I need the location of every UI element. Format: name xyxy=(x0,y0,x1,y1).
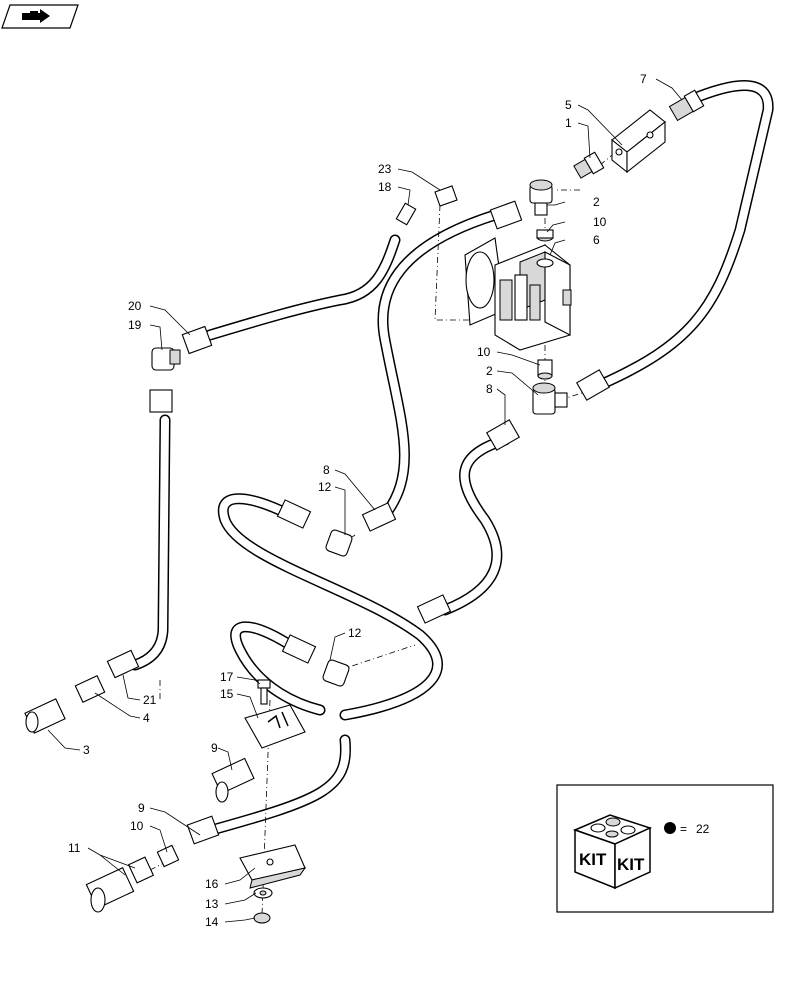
washer-13 xyxy=(253,887,273,899)
callout-23: 23 xyxy=(378,162,392,176)
kit-bullet-icon xyxy=(664,822,676,834)
callout-1: 1 xyxy=(565,116,572,130)
callout-12-lower: 12 xyxy=(348,626,362,640)
callout-8-left: 8 xyxy=(323,463,330,477)
elbow-19 xyxy=(151,347,181,371)
kit-legend-box: KIT KIT = 22 xyxy=(556,784,774,913)
callout-6: 6 xyxy=(593,233,600,247)
callout-11: 11 xyxy=(68,841,81,855)
callout-9-upper: 9 xyxy=(211,741,218,755)
callout-8-right: 8 xyxy=(486,382,493,396)
elbow-2-upper xyxy=(529,179,553,216)
fitting-1 xyxy=(573,151,605,179)
kit-equals: = xyxy=(680,822,687,836)
hoses xyxy=(129,80,774,838)
kit-number: 22 xyxy=(696,822,710,836)
callout-10-upper: 10 xyxy=(593,215,607,229)
callout-15: 15 xyxy=(220,687,234,701)
callout-3: 3 xyxy=(83,743,90,757)
callout-7: 7 xyxy=(640,72,647,86)
connector-18 xyxy=(395,202,417,226)
callout-labels: 7 5 1 23 18 2 10 6 20 19 10 2 8 8 12 12 … xyxy=(68,72,647,929)
callout-2-lower: 2 xyxy=(486,364,493,378)
coupler-3 xyxy=(24,698,66,734)
adapter-4 xyxy=(74,675,106,703)
kit-label-right: KIT xyxy=(617,855,645,874)
kit-box-icon: KIT KIT xyxy=(572,814,653,890)
parts xyxy=(24,89,705,924)
callout-10-mid: 10 xyxy=(477,345,491,359)
coupler-11 xyxy=(85,856,155,913)
callout-18: 18 xyxy=(378,180,392,194)
callout-19: 19 xyxy=(128,318,142,332)
hose-fittings xyxy=(106,200,611,845)
bolt-17 xyxy=(257,679,271,705)
elbow-12-lower xyxy=(322,659,350,687)
page-navigation-icon[interactable] xyxy=(1,4,79,29)
oring-10-left xyxy=(156,844,180,868)
manifold-block xyxy=(611,109,666,174)
fitting-9-upper xyxy=(211,757,255,803)
callout-2-upper: 2 xyxy=(593,195,600,209)
callout-12-upper: 12 xyxy=(318,480,332,494)
kit-label-left: KIT xyxy=(579,850,607,869)
elbow-12-upper xyxy=(325,529,353,557)
callout-4: 4 xyxy=(143,711,150,725)
nut-14 xyxy=(253,912,271,924)
leader-lines xyxy=(47,78,683,923)
callout-16: 16 xyxy=(205,877,219,891)
callout-10-lower: 10 xyxy=(130,819,144,833)
callout-17: 17 xyxy=(220,670,234,684)
hydraulic-pump xyxy=(464,237,572,351)
tag-23 xyxy=(434,185,458,207)
callout-9-lower: 9 xyxy=(138,801,145,815)
callout-14: 14 xyxy=(205,915,219,929)
bracket-16 xyxy=(239,844,307,889)
plate-15 xyxy=(244,704,306,749)
callout-13: 13 xyxy=(205,897,219,911)
callout-5: 5 xyxy=(565,98,572,112)
oring-10-lower xyxy=(537,359,553,380)
hose-end-7 xyxy=(668,89,705,122)
elbow-2-lower xyxy=(532,382,568,415)
callout-21: 21 xyxy=(143,693,157,707)
oring-10-upper xyxy=(536,229,554,242)
callout-20: 20 xyxy=(128,299,142,313)
